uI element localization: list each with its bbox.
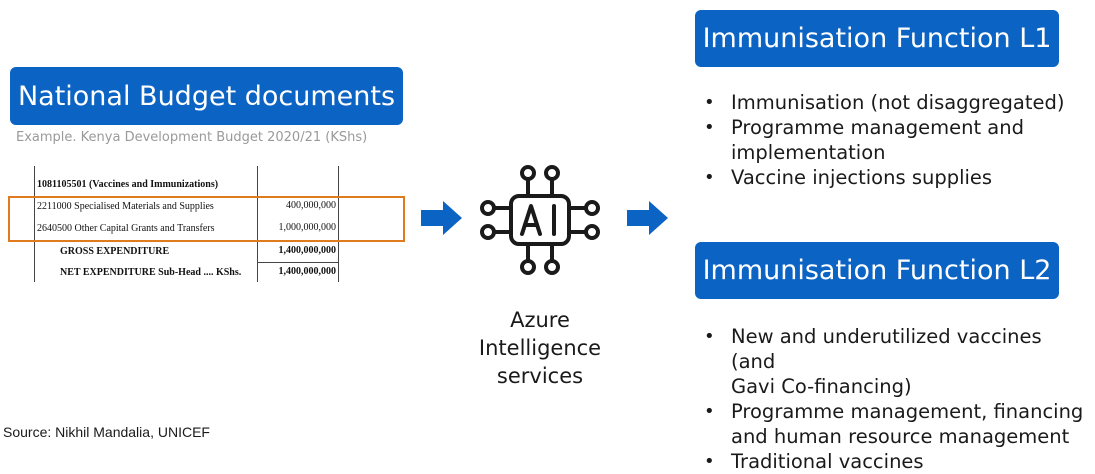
list-item: Traditional vaccines	[698, 449, 1092, 474]
azure-label-line: Intelligence	[478, 336, 602, 360]
arrow-right-icon	[627, 201, 668, 235]
doc-gross-label: GROSS EXPENDITURE	[60, 246, 170, 257]
national-budget-title: National Budget documents	[10, 67, 403, 125]
function-l1-list: Immunisation (not disaggregated) Program…	[698, 90, 1088, 190]
list-item-text: Vaccine injections supplies	[731, 166, 993, 189]
list-item: Programme management, financing and huma…	[698, 399, 1092, 449]
function-l1-title: Immunisation Function L1	[695, 10, 1059, 67]
source-note: Source: Nikhil Mandalia, UNICEF	[3, 424, 210, 440]
doc-row-label: 2211000 Specialised Materials and Suppli…	[37, 201, 214, 212]
doc-gross-amount: 1,400,000,000	[278, 245, 337, 256]
doc-row-label: 2640500 Other Capital Grants and Transfe…	[37, 223, 215, 234]
doc-row-amount: 400,000,000	[286, 200, 336, 211]
list-item-text: Gavi Co-financing)	[731, 375, 912, 398]
doc-header-row: 1081105501 (Vaccines and Immunizations)	[37, 179, 219, 190]
list-item-text: Immunisation (not disaggregated)	[731, 91, 1065, 114]
budget-document-excerpt: 1081105501 (Vaccines and Immunizations) …	[0, 0, 420, 300]
list-item-text: Programme management and	[731, 116, 1024, 139]
list-item: New and underutilized vaccines (and Gavi…	[698, 324, 1092, 399]
azure-label-line: services	[496, 364, 584, 388]
ai-chip-icon	[480, 165, 600, 275]
doc-row-amount: 1,000,000,000	[278, 222, 337, 233]
budget-example-caption: Example. Kenya Development Budget 2020/2…	[16, 130, 368, 145]
list-item-text: implementation	[731, 141, 886, 164]
highlight-box	[8, 196, 405, 242]
list-item: Vaccine injections supplies	[698, 165, 1088, 190]
arrow-right-icon	[421, 201, 462, 235]
list-item-text: and human resource management	[731, 425, 1070, 448]
function-l2-list: New and underutilized vaccines (and Gavi…	[698, 324, 1092, 474]
azure-services-label: Azure Intelligence services	[455, 306, 625, 390]
azure-label-line: Azure	[510, 308, 570, 332]
list-item-text: Traditional vaccines	[731, 450, 924, 473]
list-item: Programme management and implementation	[698, 115, 1088, 165]
list-item: Immunisation (not disaggregated)	[698, 90, 1088, 115]
doc-net-amount: 1,400,000,000	[278, 266, 337, 277]
doc-net-label: NET EXPENDITURE Sub-Head .... KShs.	[60, 267, 242, 278]
list-item-text: Programme management, financing	[731, 400, 1084, 423]
list-item-text: New and underutilized vaccines (and	[731, 325, 1042, 373]
function-l2-title: Immunisation Function L2	[695, 242, 1059, 299]
